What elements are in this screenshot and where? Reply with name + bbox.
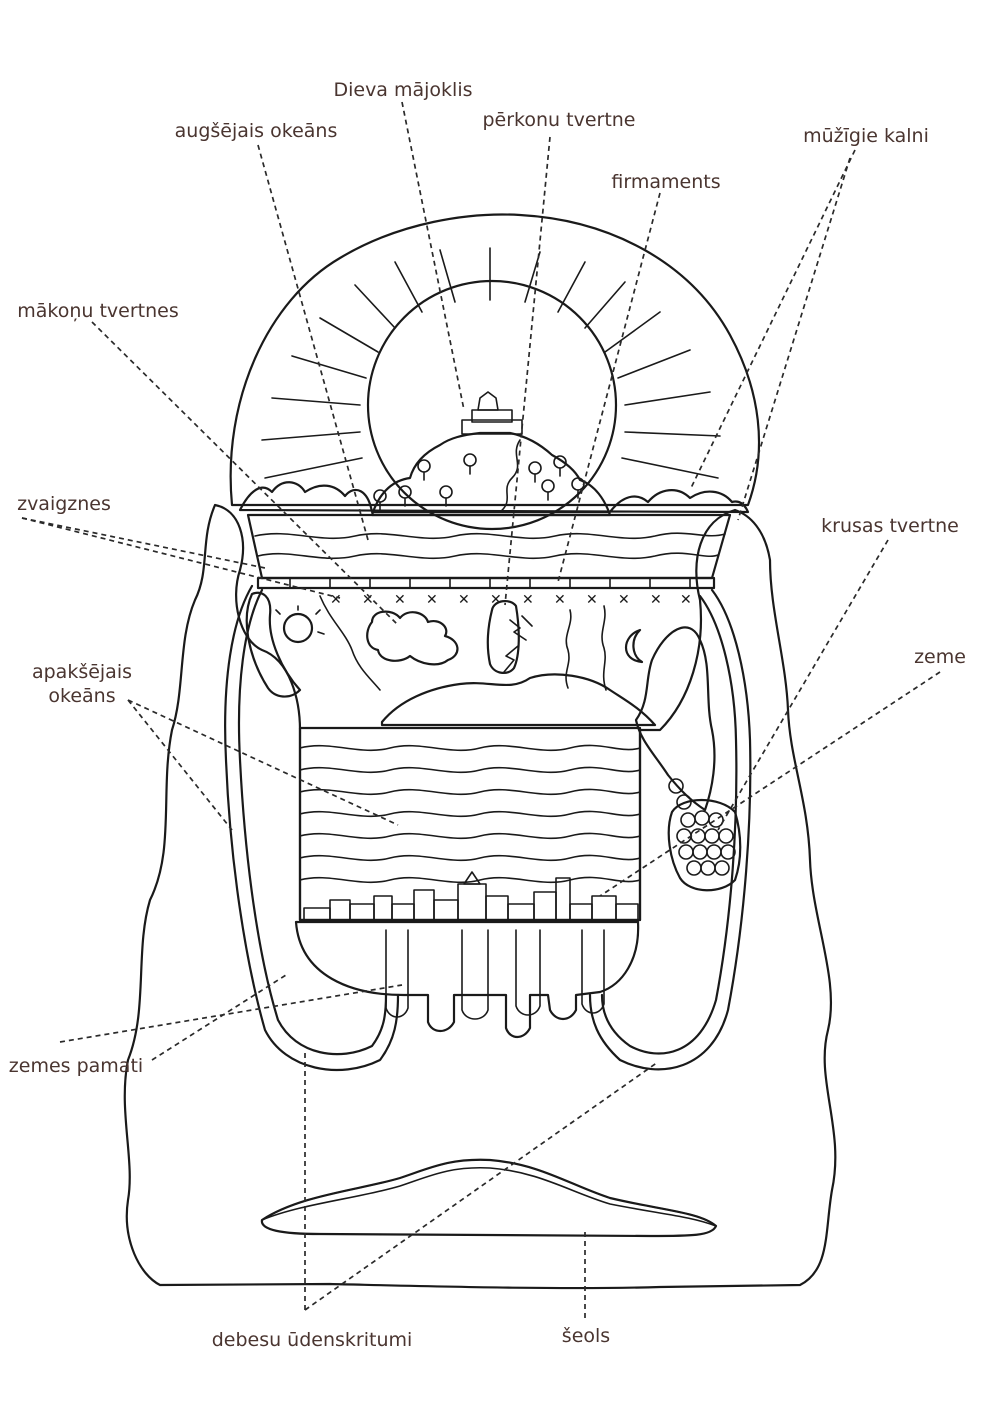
label-lower-ocean-1: apakšējais <box>32 661 132 683</box>
label-upper-ocean: augšējais okeāns <box>175 120 338 142</box>
rain-streams <box>319 595 607 691</box>
svg-text:✕: ✕ <box>618 592 630 608</box>
svg-text:✕: ✕ <box>586 592 598 608</box>
lower-ocean-waves <box>300 744 640 884</box>
leader-lines <box>21 101 941 1318</box>
label-lower-ocean-2: okeāns <box>48 685 115 707</box>
sheol <box>260 1158 718 1238</box>
firmament-ticks <box>289 577 691 589</box>
label-eternal-mountains: mūžīgie kalni <box>803 125 929 147</box>
lightning-bolts <box>503 615 533 673</box>
mountain-river <box>499 439 521 513</box>
sun-small <box>282 612 314 644</box>
holy-mountain <box>370 431 612 517</box>
svg-text:✕: ✕ <box>394 592 406 608</box>
label-earth-foundations: zemes pamati <box>9 1055 143 1077</box>
hail-stones <box>668 778 736 876</box>
label-thunder-store: pērkonu tvertne <box>482 109 635 131</box>
firmament-bar <box>256 576 716 590</box>
upper-ocean-waves <box>254 532 726 560</box>
mid-hills <box>380 673 657 727</box>
sun-rays <box>261 247 721 479</box>
thunder-store <box>486 600 520 674</box>
right-mountain <box>634 626 716 812</box>
hail-store <box>667 799 742 892</box>
waterfall-right-inner <box>600 594 738 1055</box>
eternal-mountains <box>238 481 750 514</box>
label-sheol: šeols <box>562 1325 610 1347</box>
label-stars: zvaigznes <box>17 493 111 515</box>
label-hail-store: krusas tvertne <box>821 515 959 537</box>
label-firmament: firmaments <box>611 171 720 193</box>
svg-text:✕: ✕ <box>680 592 692 608</box>
label-earth: zeme <box>914 646 966 668</box>
label-heaven-waterfalls: debesu ūdenskritumi <box>212 1329 413 1351</box>
svg-text:✕: ✕ <box>650 592 662 608</box>
sun-disc <box>366 279 618 531</box>
left-pillar <box>245 591 302 698</box>
label-cloud-stores: mākoņu tvertnes <box>17 300 179 322</box>
stars-row: ✕ ✕ ✕ ✕ ✕ ✕ ✕ ✕ ✕ ✕ ✕ ✕ <box>330 592 692 608</box>
trees <box>373 453 585 511</box>
waterfall-left-inner <box>237 588 388 1056</box>
label-god-dwelling: Dieva mājoklis <box>333 79 472 101</box>
waterfall-left <box>224 584 400 1072</box>
god-palace <box>461 391 523 435</box>
svg-text:✕: ✕ <box>330 592 342 608</box>
sun-small-rays <box>275 605 325 635</box>
cloud-store <box>366 610 459 666</box>
waterfall-right <box>588 588 752 1071</box>
city-skyline <box>303 871 639 923</box>
moon <box>625 628 644 664</box>
svg-text:✕: ✕ <box>362 592 374 608</box>
svg-text:✕: ✕ <box>522 592 534 608</box>
labels: Dieva mājoklis augšējais okeāns pērkonu … <box>9 79 966 1351</box>
svg-text:✕: ✕ <box>554 592 566 608</box>
earth-mass <box>123 503 837 1290</box>
sky-dome <box>229 213 761 507</box>
foundation-pillars <box>385 929 605 1020</box>
upper-ocean <box>246 513 732 580</box>
sheol-crust <box>261 1158 717 1227</box>
svg-text:✕: ✕ <box>426 592 438 608</box>
svg-text:✕: ✕ <box>458 592 470 608</box>
svg-text:✕: ✕ <box>490 592 502 608</box>
lower-ocean <box>298 726 642 922</box>
earth-foundations <box>294 920 640 1039</box>
